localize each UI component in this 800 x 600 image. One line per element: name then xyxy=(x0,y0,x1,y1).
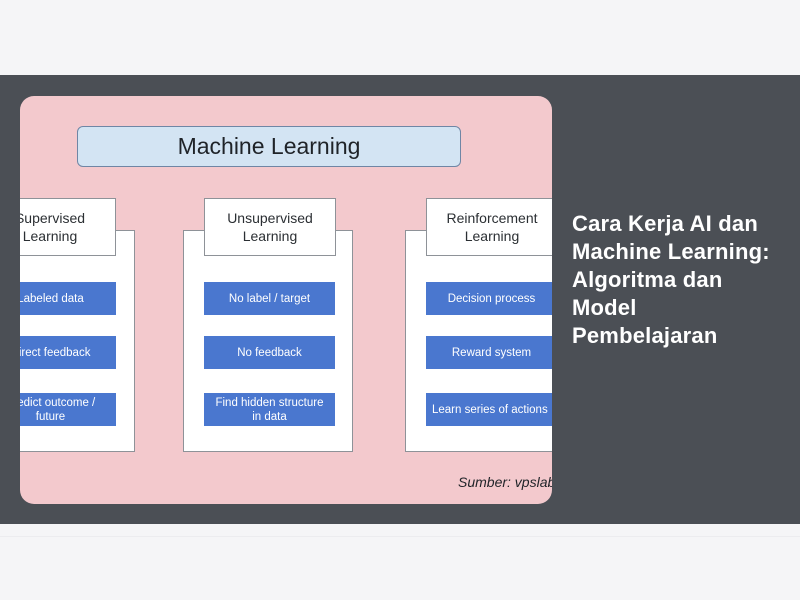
unsupervised-item-no-label: No label / target xyxy=(204,282,335,315)
reinforcement-item-decision-process: Decision process xyxy=(426,282,552,315)
supervised-item-predict-outcome: Predict outcome / future xyxy=(20,393,116,426)
content-area xyxy=(0,524,800,600)
diagram-title: Machine Learning xyxy=(77,126,461,167)
supervised-item-labeled-data: Labeled data xyxy=(20,282,116,315)
unsupervised-title: Unsupervised Learning xyxy=(204,198,336,256)
supervised-title: Supervised Learning xyxy=(20,198,116,256)
unsupervised-item-hidden-structure: Find hidden structure in data xyxy=(204,393,335,426)
featured-image[interactable]: Machine Learning Supervised Learning Lab… xyxy=(20,96,552,504)
reinforcement-item-reward-system: Reward system xyxy=(426,336,552,369)
reinforcement-title: Reinforcement Learning xyxy=(426,198,552,256)
supervised-item-direct-feedback: Direct feedback xyxy=(20,336,116,369)
article-title[interactable]: Cara Kerja AI dan Machine Learning: Algo… xyxy=(572,211,770,348)
divider xyxy=(0,536,800,537)
image-source-caption: Sumber: vpslab xyxy=(458,474,552,490)
reinforcement-item-learn-actions: Learn series of actions xyxy=(426,393,552,426)
unsupervised-item-no-feedback: No feedback xyxy=(204,336,335,369)
